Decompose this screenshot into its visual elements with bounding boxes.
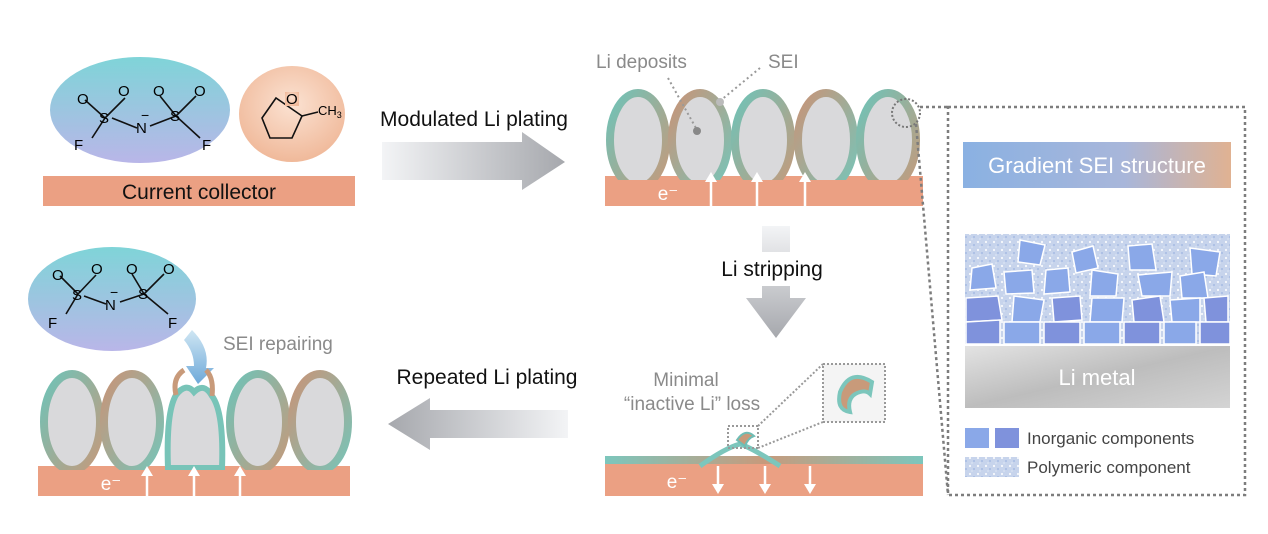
- tfsi-n: N: [136, 120, 147, 137]
- plated-deposits: e⁻ Li deposits SEI: [596, 52, 923, 206]
- electrolyte-molecules: O O S N − S O O F F O CH3: [50, 57, 345, 163]
- current-collector-label: Current collector: [122, 181, 276, 204]
- gradient-sei-title: Gradient SEI structure: [988, 153, 1206, 178]
- legend-polymeric-label: Polymeric component: [1027, 458, 1191, 477]
- li-deposits-label: Li deposits: [596, 52, 687, 73]
- electron-flow-arrows-up: [705, 172, 811, 206]
- methyl-label: CH3: [318, 103, 342, 120]
- tfsi-f1: F: [74, 137, 83, 154]
- minimal-loss-line1: Minimal: [653, 370, 718, 391]
- callout-lines: [667, 67, 761, 131]
- tfsi-f2: F: [202, 137, 211, 154]
- tfsi-b-charge: −: [110, 284, 118, 300]
- tfsi-o4: O: [194, 83, 206, 100]
- electron-label-mid: e⁻: [667, 472, 688, 493]
- tfsi-o1: O: [77, 91, 89, 108]
- residual-sei-film: [605, 456, 923, 464]
- legend-swatch-inorganic-1: [965, 428, 989, 448]
- thf-oxygen: O: [286, 91, 298, 108]
- repeated-plating-label: Repeated Li plating: [397, 366, 578, 389]
- inorganic-grains: [965, 239, 1231, 345]
- thf-molecule: [239, 66, 345, 162]
- tfsi-structure: [84, 95, 201, 139]
- modulated-plating-label: Modulated Li plating: [380, 108, 568, 131]
- tfsi-b-n: N: [105, 297, 116, 314]
- tfsi-b-o2: O: [91, 261, 103, 278]
- sei-repairing-label: SEI repairing: [223, 334, 333, 355]
- inactive-li-piece: [735, 431, 756, 448]
- tfsi-b-s1: S: [72, 287, 82, 304]
- sei-label: SEI: [768, 52, 799, 73]
- repeated-plating-arrow: Repeated Li plating: [388, 366, 577, 450]
- electron-label-top: e⁻: [658, 184, 679, 205]
- tfsi-b-o3: O: [126, 261, 138, 278]
- li-stripping-label: Li stripping: [721, 258, 823, 281]
- minimal-loss-line2: “inactive Li” loss: [624, 394, 760, 415]
- electron-flow-arrows-up-bottom: [141, 466, 246, 496]
- tfsi-charge: −: [141, 107, 149, 123]
- tfsi-s2: S: [170, 108, 180, 125]
- tfsi-b-f1: F: [48, 315, 57, 332]
- electron-flow-arrows-down: [712, 466, 816, 494]
- modulated-plating-arrow: Modulated Li plating: [380, 108, 568, 190]
- li-metal-layer: [965, 346, 1230, 408]
- stripped-state: Minimal “inactive Li” loss e⁻: [605, 363, 923, 496]
- repaired-state: O O S N − S O O F F SEI repairing e⁻: [28, 247, 352, 496]
- tfsi-s1: S: [99, 110, 109, 127]
- current-collector: Current collector: [43, 176, 355, 206]
- repaired-deposit: [164, 384, 226, 471]
- legend-swatch-polymeric: [965, 457, 1019, 477]
- tfsi-o3: O: [153, 83, 165, 100]
- tfsi-b-o4: O: [163, 261, 175, 278]
- gradient-sei-panel: Gradient SEI structure: [914, 105, 1247, 497]
- tfsi-o2: O: [118, 83, 130, 100]
- zoom-circle: [891, 98, 921, 128]
- tfsi-b-f2: F: [168, 315, 177, 332]
- stripping-arrow: Li stripping: [707, 226, 837, 338]
- electron-label-bottom: e⁻: [101, 474, 122, 495]
- tfsi-anion-bottom: [28, 247, 196, 351]
- thf-ring: [261, 96, 304, 139]
- inactive-li-zoom-square: [727, 425, 759, 449]
- li-metal-label: Li metal: [1058, 365, 1135, 390]
- legend-inorganic-label: Inorganic components: [1027, 429, 1194, 448]
- legend-swatch-inorganic-2: [995, 428, 1019, 448]
- gradient-sei-banner: [963, 142, 1231, 188]
- tfsi-b-o1: O: [52, 267, 64, 284]
- tfsi-b-s2: S: [138, 286, 148, 303]
- tfsi-anion: [50, 57, 230, 163]
